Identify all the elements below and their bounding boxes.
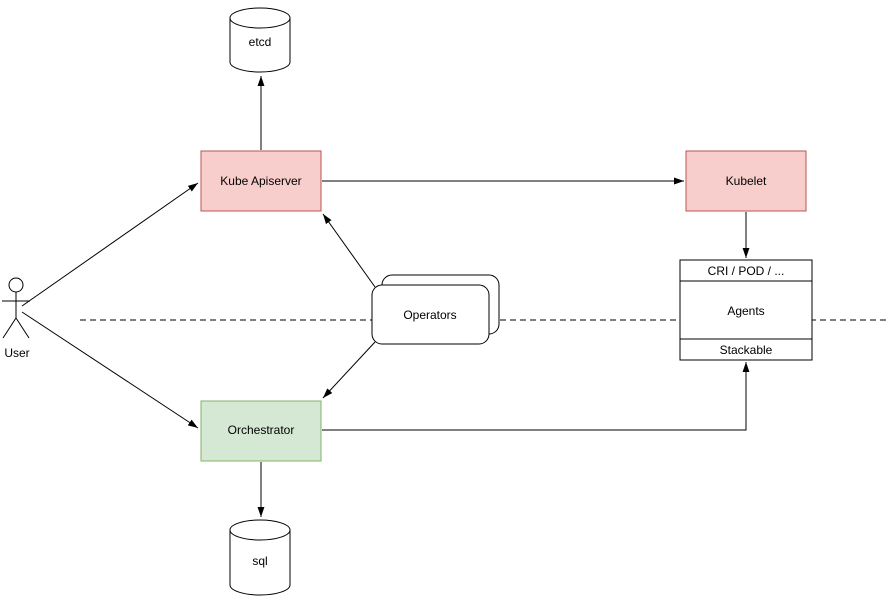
database-sql: sql bbox=[229, 519, 291, 596]
sql-label: sql bbox=[252, 554, 267, 568]
node-orchestrator: Orchestrator bbox=[200, 400, 322, 462]
etcd-cylinder-icon bbox=[229, 7, 291, 73]
orchestrator-label: Orchestrator bbox=[228, 423, 295, 437]
agents-body-label: Agents bbox=[727, 304, 764, 318]
operators-front-card bbox=[371, 284, 490, 345]
agents-header-label: CRI / POD / ... bbox=[708, 264, 785, 278]
edge-operators-to-orchestrator bbox=[322, 341, 376, 399]
etcd-label: etcd bbox=[249, 35, 272, 49]
agents-footer-label: Stackable bbox=[720, 343, 773, 357]
actor-user: User bbox=[2, 277, 30, 360]
edge-orchestrator-to-stackable bbox=[322, 362, 750, 431]
edge-operators-to-apiserver bbox=[322, 213, 376, 288]
kube-apiserver-label: Kube Apiserver bbox=[220, 174, 301, 188]
kube-apiserver-box bbox=[200, 150, 322, 212]
user-head-icon bbox=[8, 277, 24, 293]
node-kubelet: Kubelet bbox=[685, 150, 807, 212]
node-operators: Operators bbox=[371, 274, 500, 345]
edge-user-to-apiserver bbox=[21, 182, 199, 307]
user-label: User bbox=[4, 346, 29, 360]
kubelet-label: Kubelet bbox=[726, 174, 767, 188]
orchestrator-box bbox=[200, 400, 322, 462]
user-body-icon bbox=[2, 292, 30, 339]
agents-box bbox=[679, 259, 813, 361]
sql-cylinder-rim bbox=[229, 529, 291, 541]
node-agents: CRI / POD / ... Agents Stackable bbox=[679, 259, 813, 361]
database-etcd: etcd bbox=[229, 7, 291, 73]
edge-user-to-orchestrator bbox=[21, 311, 199, 429]
node-kube-apiserver: Kube Apiserver bbox=[200, 150, 322, 212]
operators-label: Operators bbox=[403, 308, 456, 322]
kubelet-box bbox=[685, 150, 807, 212]
etcd-cylinder-rim bbox=[229, 17, 291, 29]
